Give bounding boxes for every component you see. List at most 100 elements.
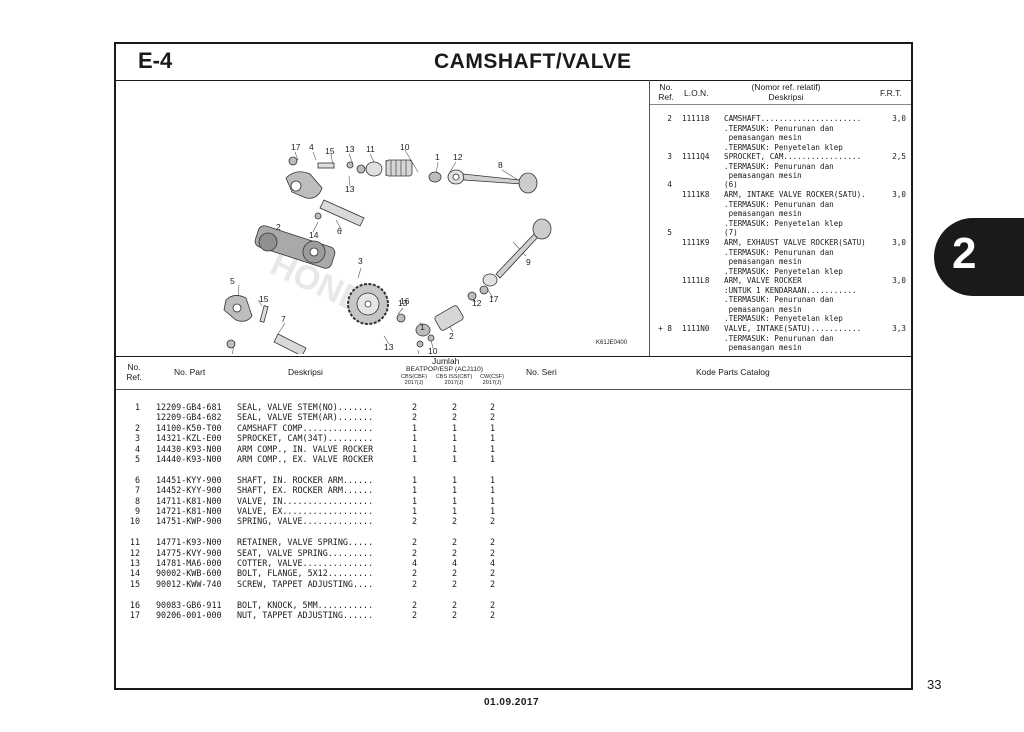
qty-variant-2: 1	[452, 474, 458, 485]
part-ref: 15	[129, 578, 140, 589]
qty-variant-3: 2	[490, 516, 496, 527]
part-number: 14321-KZL-E00	[156, 433, 222, 444]
ref-lon: 1111Q4	[682, 152, 710, 161]
callout-label: 4	[309, 142, 314, 152]
qty-variant-1: 2	[412, 568, 418, 579]
callout-label: 10	[428, 346, 438, 354]
callout-label: 15	[259, 294, 269, 304]
ref-frt: 3,0	[892, 238, 906, 247]
qty-variant-2: 1	[452, 506, 458, 516]
part-desc: SEAL, VALVE STEM(NO).......	[237, 402, 374, 412]
callout-label: 9	[526, 257, 531, 267]
page-title: CAMSHAFT/VALVE	[434, 50, 632, 73]
part-desc: RETAINER, VALVE SPRING.....	[237, 537, 374, 548]
qty-variant-1: 1	[412, 485, 418, 496]
part-number: 12209-GB4-681	[156, 402, 222, 412]
qty-variant-1: 2	[412, 578, 418, 589]
qty-variant-3: 2	[490, 402, 496, 412]
part-ref: 2	[134, 422, 140, 433]
parts-header-line	[116, 389, 911, 390]
parts-ref-header: No.Ref.	[126, 362, 142, 382]
ref-desc: ARM, VALVE ROCKER :UNTUK 1 KENDARAAN....…	[724, 276, 857, 324]
ref-subnote: .TERMASUK: Penurunan dan pemasangan mesi…	[724, 247, 843, 276]
qty-variant-3: 2	[490, 610, 496, 620]
page-frame: E-4 CAMSHAFT/VALVE HONDA	[114, 42, 913, 690]
qty-header: Jumlah	[432, 356, 460, 366]
variant-1-header: CBS(CBF)2017(J)	[401, 374, 427, 386]
header-divider	[116, 80, 911, 81]
variant-3-header: CW(CSF)2017(J)	[480, 374, 504, 386]
qty-variant-2: 2	[452, 412, 458, 423]
part-number: 90083-GB6-911	[156, 599, 222, 610]
callout-label: 16	[400, 296, 410, 306]
ref-no: 2	[667, 114, 672, 123]
print-date: 01.09.2017	[484, 697, 540, 708]
ref-subnote: .TERMASUK: Penurunan dan pemasangan mesi…	[724, 295, 843, 324]
part-ref: 8	[134, 495, 140, 506]
ref-lon-header: L.O.N.	[684, 88, 709, 98]
ref-frt: 3,0	[892, 190, 906, 199]
callout-label: 1	[420, 322, 425, 332]
part-number: 14711-K81-N00	[156, 495, 222, 506]
callout-label: 7	[281, 314, 286, 324]
ref-desc: CAMSHAFT...................... .TERMASUK…	[724, 114, 862, 152]
qty-variant-2: 1	[452, 422, 458, 433]
part-number: 90206-001-000	[156, 610, 222, 620]
part-desc: BOLT, KNOCK, 5MM...........	[237, 599, 374, 610]
qty-variant-1: 1	[412, 506, 418, 516]
qty-variant-1: 1	[412, 495, 418, 506]
ref-no: 3	[667, 152, 672, 161]
part-number: 14751-KWP-900	[156, 516, 222, 527]
part-desc: SPROCKET, CAM(34T).........	[237, 433, 374, 444]
part-desc: SEAL, VALVE STEM(AR).......	[237, 412, 374, 423]
part-number: 14440-K93-N00	[156, 454, 222, 464]
variant-2-header: CBS ISS(CBT)2017(J)	[435, 374, 473, 386]
callout-label: 3	[358, 256, 363, 266]
qty-variant-3: 2	[490, 537, 496, 548]
ref-frt: 2,5	[892, 152, 906, 161]
part-number: 90012-KWW-740	[156, 578, 222, 589]
qty-variant-2: 2	[452, 402, 458, 412]
callout-label: 2	[276, 222, 281, 232]
callout-label: 13	[398, 298, 408, 308]
diagram-ref-divider	[649, 80, 650, 356]
part-ref: 12	[129, 547, 140, 558]
qty-variant-2: 1	[452, 495, 458, 506]
part-ref: 14	[129, 568, 140, 579]
part-desc: SHAFT, IN. ROCKER ARM......	[237, 474, 374, 485]
callout-label: 6	[337, 226, 342, 236]
ref-desc: ARM, INTAKE VALVE ROCKER(SATU). .TERMASU…	[724, 190, 866, 228]
qty-variant-3: 1	[490, 443, 496, 454]
part-ref: 1	[134, 402, 140, 412]
part-desc: ARM COMP., EX. VALVE ROCKER	[237, 454, 374, 464]
ref-subnote: .TERMASUK: Penurunan dan pemasangan mesi…	[724, 161, 834, 181]
callout-label: 12	[472, 298, 482, 308]
ref-subnote: .TERMASUK: Penurunan dan pemasangan mesi…	[724, 123, 843, 152]
qty-variant-2: 2	[452, 537, 458, 548]
qty-variant-2: 1	[452, 433, 458, 444]
chapter-tab: 2	[934, 218, 1024, 296]
part-ref: 13	[129, 558, 140, 568]
serial-header: No. Seri	[526, 367, 557, 377]
qty-variant-2: 2	[452, 599, 458, 610]
callout-label: 13	[345, 184, 355, 194]
parts-desc-header: Deskripsi	[288, 367, 323, 377]
ref-frt-header: F.R.T.	[880, 88, 902, 98]
part-ref: 9	[134, 506, 140, 516]
callout-label: 11	[414, 352, 423, 354]
qty-variant-3: 2	[490, 599, 496, 610]
part-number: 90002-KWB-600	[156, 568, 222, 579]
part-desc: SEAT, VALVE SPRING.........	[237, 547, 374, 558]
callout-label: 12	[453, 152, 463, 162]
qty-variant-1: 2	[412, 547, 418, 558]
callout-label: 13	[384, 342, 394, 352]
qty-variant-1: 1	[412, 454, 418, 464]
catalog-header: Kode Parts Catalog	[696, 367, 770, 377]
qty-variant-2: 4	[452, 558, 458, 568]
part-ref: 6	[134, 474, 140, 485]
page-number: 33	[927, 677, 942, 692]
part-desc: NUT, TAPPET ADJUSTING......	[237, 610, 374, 620]
qty-variant-1: 2	[412, 599, 418, 610]
ref-header-line	[650, 104, 911, 105]
qty-variant-3: 1	[490, 454, 496, 464]
